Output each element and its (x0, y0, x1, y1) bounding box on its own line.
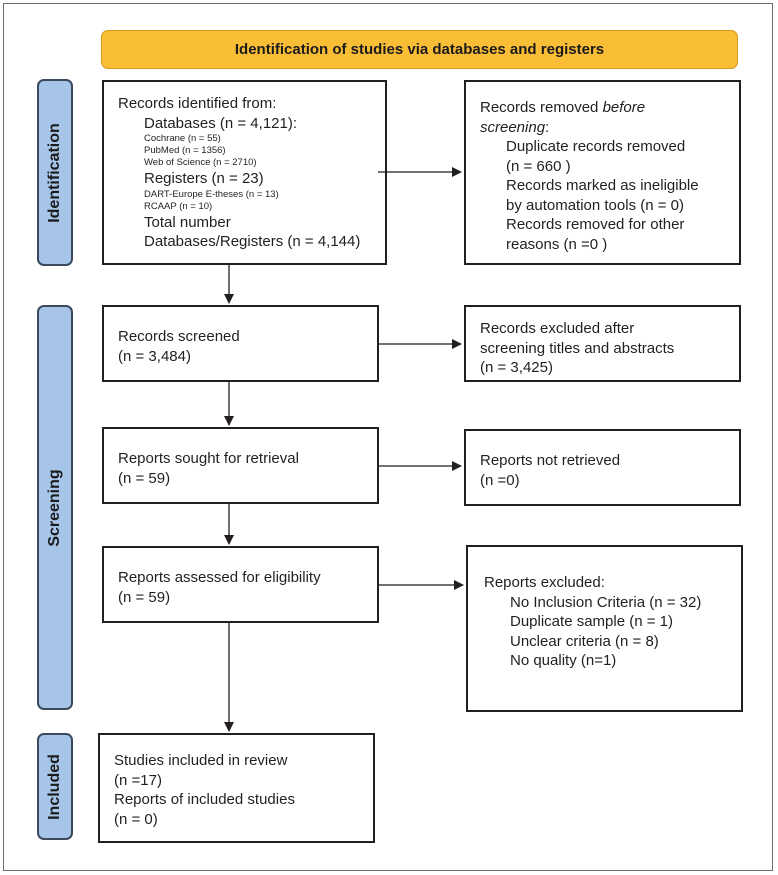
records-excluded-line2: screening titles and abstracts (480, 339, 675, 357)
records-removed-heading-plain: Records removed (480, 99, 603, 116)
rcaap-count: RCAAP (n = 10) (144, 200, 213, 212)
records-removed-box: Records removed before screening: Duplic… (464, 80, 741, 265)
reports-assessed-box: Reports assessed for eligibility (n = 59… (102, 546, 379, 623)
reports-not-retrieved-box: Reports not retrieved (n =0) (464, 429, 741, 506)
reports-assessed-label: Reports assessed for eligibility (118, 569, 321, 586)
duplicates-line1: Duplicate records removed (506, 138, 686, 155)
dart-count: DART-Europe E-theses (n = 13) (144, 188, 279, 200)
reports-assessed-count: (n = 59) (118, 588, 171, 606)
header-banner: Identification of studies via databases … (101, 30, 738, 69)
excluded-reason-3: Unclear criteria (n = 8) (510, 632, 659, 650)
cochrane-count: Cochrane (n = 55) (144, 133, 221, 144)
phase-screening: Screening (37, 305, 73, 710)
excluded-reason-1: No Inclusion Criteria (n = 32) (510, 593, 702, 611)
studies-included-label: Studies included in review (114, 752, 288, 769)
phase-identification-label: Identification (46, 122, 63, 223)
phase-screening-label: Screening (46, 468, 63, 547)
reports-not-retrieved-count: (n =0) (480, 471, 520, 489)
phase-included-label: Included (46, 753, 63, 820)
wos-count: Web of Science (n = 2710) (144, 157, 257, 168)
header-title: Identification of studies via databases … (234, 41, 605, 58)
other-removed-line1: Records removed for other (506, 216, 685, 233)
pubmed-count: PubMed (n = 1356) (144, 145, 226, 156)
records-removed-heading-colon: : (545, 118, 550, 136)
records-excluded-count: (n = 3,425) (480, 359, 553, 376)
ineligible-line1: Records marked as ineligible (506, 177, 699, 194)
reports-sought-label: Reports sought for retrieval (118, 450, 299, 467)
reports-not-retrieved-label: Reports not retrieved (480, 452, 621, 469)
excluded-reason-2: Duplicate sample (n = 1) (510, 613, 673, 630)
records-excluded-line1: Records excluded after (480, 320, 635, 337)
reports-sought-box: Reports sought for retrieval (n = 59) (102, 427, 379, 504)
records-identified-heading: Records identified from: (118, 95, 277, 112)
reports-sought-count: (n = 59) (118, 469, 171, 487)
records-screened-box: Records screened (n = 3,484) (102, 305, 379, 382)
records-removed-heading-italic: before (602, 99, 646, 116)
phase-included: Included (37, 733, 73, 840)
diagram-frame (3, 3, 773, 871)
total-line2: Databases/Registers (n = 4,144) (144, 233, 361, 250)
studies-included-count: (n =17) (114, 771, 162, 789)
records-identified-box: Records identified from: Databases (n = … (102, 80, 387, 265)
other-removed-line2: reasons (n =0 ) (506, 235, 608, 253)
records-removed-heading-1: Records removed before (480, 98, 739, 118)
reports-excluded-heading: Reports excluded: (484, 574, 605, 591)
ineligible-line2: by automation tools (n = 0) (506, 196, 685, 214)
records-excluded-box: Records excluded after screening titles … (464, 305, 741, 382)
studies-included-box: Studies included in review (n =17) Repor… (98, 733, 375, 843)
records-removed-heading-italic2: screening (480, 118, 546, 136)
phase-identification: Identification (37, 79, 73, 266)
included-reports-label: Reports of included studies (114, 791, 295, 808)
total-line1: Total number (144, 213, 231, 231)
duplicates-line2: (n = 660 ) (506, 157, 571, 175)
records-removed-heading-2: screening: (480, 118, 739, 138)
records-screened-count: (n = 3,484) (118, 347, 191, 365)
included-reports-count: (n = 0) (114, 810, 158, 828)
registers-count: Registers (n = 23) (144, 170, 264, 187)
excluded-reason-4: No quality (n=1) (510, 652, 617, 669)
records-screened-label: Records screened (118, 328, 240, 345)
databases-count: Databases (n = 4,121): (144, 114, 298, 132)
reports-excluded-box: Reports excluded: No Inclusion Criteria … (466, 545, 743, 712)
